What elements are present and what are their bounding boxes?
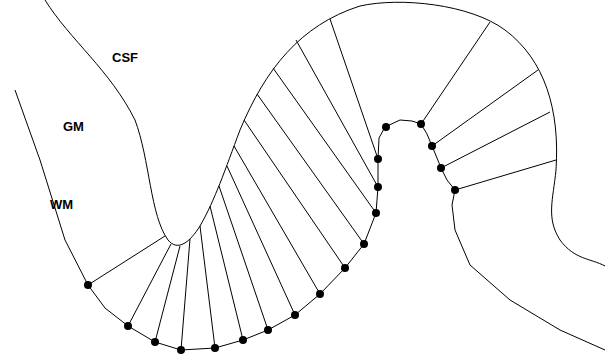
- white-matter-boundary: [15, 90, 605, 350]
- region-label: WM: [50, 198, 73, 211]
- region-label: GM: [63, 120, 84, 133]
- region-label: CSF: [112, 51, 138, 64]
- pial-surface: [45, 0, 605, 266]
- radial-lines: [88, 19, 556, 350]
- sample-dots: [84, 120, 459, 354]
